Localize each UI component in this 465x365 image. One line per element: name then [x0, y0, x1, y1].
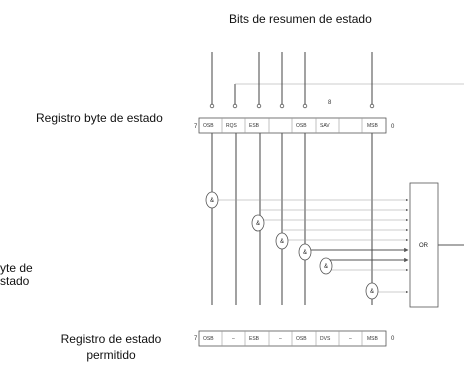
- top-marker-osb-right: [302, 103, 308, 109]
- enable-register-cell-3: –: [279, 336, 282, 342]
- and-gate-1: &: [205, 191, 219, 209]
- status-byte-cell-1: RQS: [226, 123, 238, 129]
- svg-text:&: &: [370, 289, 374, 295]
- svg-text:&: &: [210, 198, 214, 204]
- top-marker-group: 8: [209, 100, 375, 109]
- enable-register-cell-1: –: [232, 336, 235, 342]
- status-byte-register-label: Registro byte de estado: [36, 111, 163, 125]
- status-byte-cell-2: ESB: [249, 123, 260, 129]
- status-enable-register-label: Registro de estado permitido: [36, 331, 186, 363]
- and-gate-4: &: [298, 243, 312, 261]
- status-byte-cell-5: SAV: [320, 123, 330, 129]
- partial-left-label-line2: stado: [0, 274, 30, 288]
- enable-register-cell-6: –: [349, 336, 352, 342]
- enable-register-left-index: 7: [194, 336, 198, 342]
- and-gate-2: &: [251, 214, 265, 232]
- status-byte-register: 7 OSB RQS ESB OSB SAV MSB 0: [194, 117, 395, 134]
- status-byte-left-index: 7: [194, 124, 198, 130]
- enable-register-cell-4: OSB: [296, 336, 307, 342]
- status-byte-right-index: 0: [391, 124, 395, 130]
- enable-register-cell-2: ESB: [249, 336, 260, 342]
- enable-register-box: [198, 330, 387, 347]
- or-block-label: OR: [419, 243, 429, 249]
- svg-text:&: &: [324, 264, 328, 270]
- enable-register-cell-7: MSB: [367, 336, 379, 342]
- top-marker-msb: [369, 103, 375, 109]
- enable-register-cell-0: OSB: [203, 336, 214, 342]
- top-marker-osb: [209, 103, 215, 109]
- status-enable-register-line1: Registro de estado: [60, 332, 162, 346]
- small-bit-marker-label: 8: [328, 100, 332, 106]
- and-gate-6: &: [365, 282, 379, 300]
- enable-register-right-index: 0: [391, 336, 395, 342]
- enable-register-cell-5: DVS: [320, 336, 331, 342]
- enable-register: 7 OSB – ESB – OSB DVS – MSB 0: [194, 330, 395, 347]
- top-marker-bit4: [279, 103, 285, 109]
- partial-left-label-line1: yte de: [0, 261, 33, 275]
- partial-left-label: yte de stado: [0, 262, 33, 288]
- or-block: [409, 182, 439, 308]
- top-marker-esb: [256, 103, 262, 109]
- svg-text:&: &: [280, 239, 284, 245]
- status-byte-cell-0: OSB: [203, 123, 214, 129]
- and-gate-5: &: [319, 257, 333, 275]
- top-marker-rqs: [232, 103, 238, 109]
- svg-text:&: &: [303, 250, 307, 256]
- status-enable-register-line2: permitido: [86, 348, 136, 362]
- status-byte-cell-7: MSB: [367, 123, 379, 129]
- status-summary-bits-title: Bits de resumen de estado: [229, 12, 372, 26]
- and-gate-3: &: [275, 232, 289, 250]
- status-byte-cell-4: OSB: [296, 123, 307, 129]
- svg-text:&: &: [256, 221, 260, 227]
